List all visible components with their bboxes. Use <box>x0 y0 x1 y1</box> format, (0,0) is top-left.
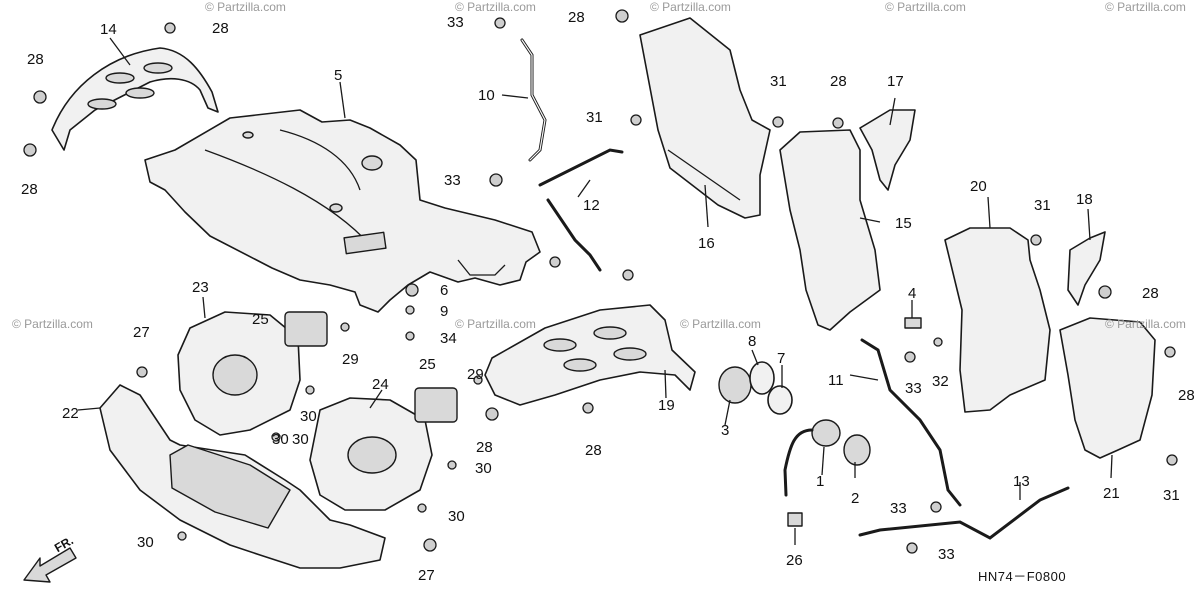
wire-part <box>783 428 814 497</box>
callout-label: 1 <box>816 473 825 490</box>
front-direction-arrow-icon <box>23 547 77 583</box>
rod-11-part <box>860 338 962 507</box>
callout-label: 2 <box>851 490 860 507</box>
callout-label: 30 <box>292 431 309 448</box>
callout-label: 30 <box>137 534 154 551</box>
callout-label: 13 <box>1013 473 1030 490</box>
callout-label: 7 <box>777 350 786 367</box>
watermark: © Partzilla.com <box>205 0 286 14</box>
callout-label: 22 <box>62 405 79 422</box>
callout-label: 27 <box>418 567 435 584</box>
clip-4-part <box>904 317 922 329</box>
callout-label: 4 <box>908 285 917 302</box>
callout-label: 25 <box>419 356 436 373</box>
callout-label: 28 <box>21 181 38 198</box>
callout-label: 28 <box>585 442 602 459</box>
watermark: © Partzilla.com <box>1105 0 1186 14</box>
callout-label: 6 <box>440 282 449 299</box>
bracket-17-part <box>859 109 916 191</box>
socket-1-part <box>811 419 841 447</box>
callout-label: 14 <box>100 21 117 38</box>
callout-label: 28 <box>1178 387 1195 404</box>
cover-25a-part <box>284 311 328 347</box>
callout-label: 26 <box>786 552 803 569</box>
callout-label: 19 <box>658 397 675 414</box>
callout-label: 10 <box>478 87 495 104</box>
fender-19-part <box>484 304 696 406</box>
cover-25b-part <box>414 387 458 423</box>
callout-label: 8 <box>748 333 757 350</box>
callout-label: 33 <box>905 380 922 397</box>
front-upper-cover-part <box>51 47 219 151</box>
leader-lines <box>77 37 1113 545</box>
watermark: © Partzilla.com <box>885 0 966 14</box>
callout-label: 30 <box>272 431 289 448</box>
watermark: © Partzilla.com <box>455 0 536 14</box>
callout-label: 30 <box>300 408 317 425</box>
callout-label: 32 <box>932 373 949 390</box>
cap-3-part <box>718 366 752 404</box>
callout-label: 20 <box>970 178 987 195</box>
watermark: © Partzilla.com <box>455 317 536 331</box>
callout-label: 31 <box>586 109 603 126</box>
watermark: © Partzilla.com <box>650 0 731 14</box>
callout-label: 30 <box>475 460 492 477</box>
callout-label: 3 <box>721 422 730 439</box>
front-fender-part <box>144 109 541 313</box>
callout-label: 29 <box>342 351 359 368</box>
callout-label: 24 <box>372 376 389 393</box>
clip-26-part <box>787 512 803 527</box>
callout-label: 33 <box>447 14 464 31</box>
bumper-grille-part <box>169 444 291 529</box>
fasteners-group <box>23 9 1178 554</box>
ring-8-part <box>749 361 775 395</box>
watermark: © Partzilla.com <box>680 317 761 331</box>
callout-label: 34 <box>440 330 457 347</box>
callout-label: 28 <box>212 20 229 37</box>
callout-label: 33 <box>890 500 907 517</box>
stay-13-part <box>858 486 1070 540</box>
callout-label: 23 <box>192 279 209 296</box>
callout-label: 17 <box>887 73 904 90</box>
cover-2-part <box>843 434 871 466</box>
callout-label: 30 <box>448 508 465 525</box>
callout-label: 5 <box>334 67 343 84</box>
ring-7-part <box>767 385 793 415</box>
side-panel-16-part <box>639 17 771 219</box>
callout-label: 11 <box>828 372 844 389</box>
inner-panel-15-part <box>779 129 881 331</box>
callout-label: 31 <box>1034 197 1051 214</box>
callout-label: 33 <box>444 172 461 189</box>
callout-label: 31 <box>770 73 787 90</box>
watermark: © Partzilla.com <box>12 317 93 331</box>
callout-label: 29 <box>467 366 484 383</box>
callout-label: 28 <box>27 51 44 68</box>
bracket-18-part <box>1067 231 1106 306</box>
callout-label: 12 <box>583 197 600 214</box>
callout-label: 15 <box>895 215 912 232</box>
callout-label: 9 <box>440 303 449 320</box>
callout-label: 28 <box>830 73 847 90</box>
diagram-code: HN74－F0800 <box>978 569 1067 584</box>
side-panel-20-part <box>944 227 1051 413</box>
watermark: © Partzilla.com <box>1105 317 1186 331</box>
callout-label: 27 <box>133 324 150 341</box>
callout-label: 16 <box>698 235 715 252</box>
callout-label: 28 <box>568 9 585 26</box>
callout-label: 25 <box>252 311 269 328</box>
callout-label: 33 <box>938 546 955 563</box>
callout-label: 21 <box>1103 485 1120 502</box>
callout-label: 18 <box>1076 191 1093 208</box>
callout-label: 31 <box>1163 487 1180 504</box>
stay-12-part <box>538 148 624 272</box>
callout-label: 28 <box>476 439 493 456</box>
side-panel-21-part <box>1059 317 1156 459</box>
callout-label: 28 <box>1142 285 1159 302</box>
